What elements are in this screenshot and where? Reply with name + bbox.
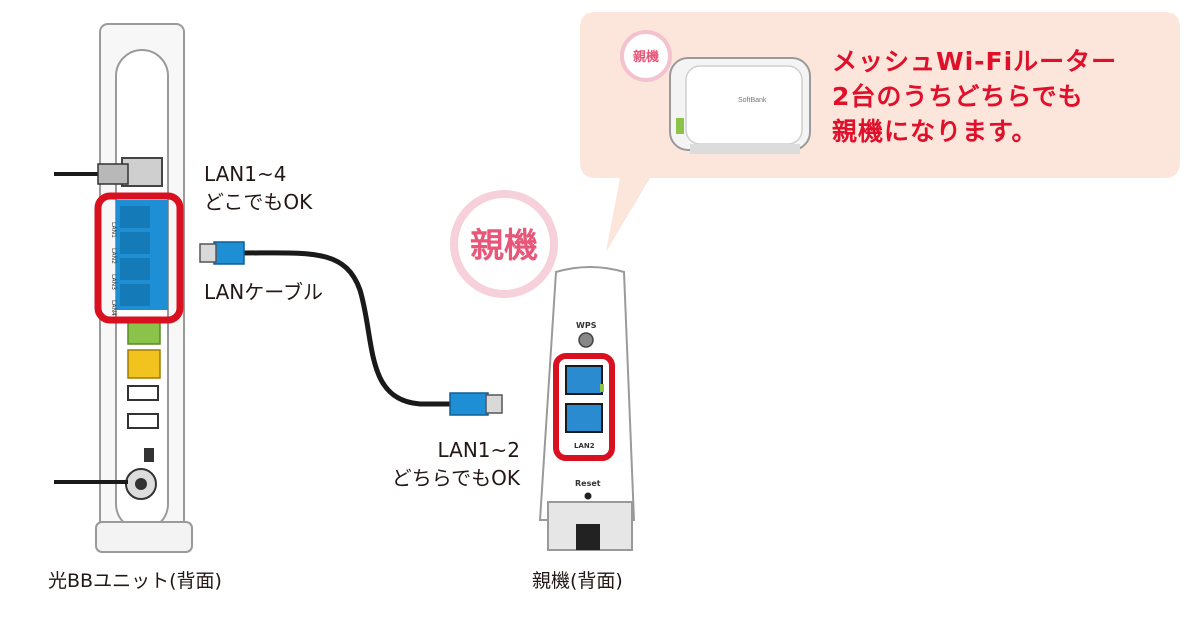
port-label: LAN3 [110, 274, 117, 290]
small-parent-badge [620, 30, 672, 82]
reset-label: Reset [575, 479, 601, 488]
small-badge-label: 親機 [632, 50, 659, 65]
parent-circle-badge [450, 190, 558, 298]
lan12-label: LAN1~2 どちらでもOK [390, 436, 520, 492]
unit-caption: 光BBユニット(背面) [48, 570, 222, 592]
speech-bubble-text: メッシュWi-Fiルーター 2台のうちどちらでも 親機になります。 [832, 44, 1117, 149]
lan-label: LAN2 [574, 442, 595, 450]
bubble-line: メッシュWi-Fiルーター [832, 47, 1118, 76]
lan14-line: どこでもOK [204, 190, 313, 214]
lan12-line: LAN1~2 [437, 438, 520, 462]
port-label: LAN2 [110, 248, 117, 264]
bubble-line: 2台のうちどちらでも [832, 82, 1084, 111]
bubble-line: 親機になります。 [832, 117, 1038, 146]
parent-badge-label: 親機 [470, 226, 538, 266]
router-logo: SoftBank [738, 97, 767, 104]
lan12-line: どちらでもOK [391, 466, 520, 490]
lan-cable [199, 241, 503, 416]
wps-label: WPS [576, 321, 597, 330]
unit-lan-highlight [94, 192, 184, 324]
parent-caption: 親機(背面) [532, 570, 623, 592]
mesh-router-illustration: SoftBank [669, 57, 811, 154]
router-lan-highlight [553, 353, 615, 461]
lan-cable-label: LANケーブル [204, 280, 324, 304]
port-label: LAN1 [110, 222, 117, 238]
lan14-line: LAN1~4 [204, 162, 287, 186]
lan14-label: LAN1~4 どこでもOK [204, 160, 312, 216]
hikari-bb-unit: LAN1 LAN2 LAN3 LAN4 [95, 23, 193, 553]
port-label: LAN4 [110, 300, 117, 316]
